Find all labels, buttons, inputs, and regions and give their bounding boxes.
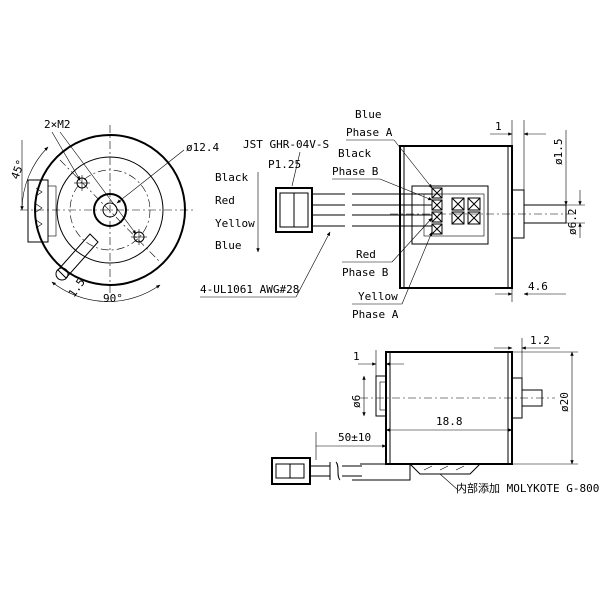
- dim-d6-label: ø6: [350, 395, 363, 408]
- lubricant-note: 内部添加 MOLYKOTE G-8007: [456, 481, 600, 495]
- cable-spec-label: 4-UL1061 AWG#28: [200, 283, 299, 296]
- wire-color-black: Black: [215, 171, 248, 184]
- front-view: 45° 90° 2×M2 ø12.4 1.5: [9, 118, 220, 305]
- wire-black-label: Black: [338, 147, 371, 160]
- wire-color-red: Red: [215, 194, 235, 207]
- connector-part-label: JST GHR-04V-S: [243, 138, 329, 151]
- wiring-view: Blue Phase A Black Phase B Red Phase B Y…: [332, 108, 585, 321]
- phase-b-top-label: Phase B: [332, 165, 379, 178]
- angle-45-label: 45°: [9, 158, 28, 181]
- wire-color-blue: Blue: [215, 239, 242, 252]
- wire-yellow-label: Yellow: [358, 290, 398, 303]
- diameter-12-4-label: ø12.4: [186, 141, 219, 154]
- connector-pitch-label: P1.25: [268, 158, 301, 171]
- dim-d6-2-label: ø6.2: [566, 209, 579, 236]
- dim-d1-5-label: ø1.5: [552, 139, 565, 166]
- dim-lead-length-label: 50±10: [338, 431, 371, 444]
- dim-d20-label: ø20: [558, 392, 571, 412]
- lead-bracket: [352, 463, 411, 481]
- wire-red-label: Red: [356, 248, 376, 261]
- connector-callout: JST GHR-04V-S P1.25 Black Red Yellow Blu…: [200, 138, 345, 298]
- motor-body-top: [399, 145, 513, 289]
- jst-connector-housing: [275, 187, 313, 233]
- dim-1-top-label: 1: [495, 120, 502, 133]
- lead-connector: [271, 457, 311, 485]
- motor-body-side: [385, 351, 513, 465]
- dim-4-6-label: 4.6: [528, 280, 548, 293]
- angle-90-label: 90°: [103, 292, 123, 305]
- dim-1-side-label: 1: [353, 350, 360, 363]
- dim-1-2-label: 1.2: [530, 334, 550, 347]
- wire-blue-label: Blue: [355, 108, 382, 121]
- phase-a-bottom-label: Phase A: [352, 308, 399, 321]
- dim-18-8-label: 18.8: [436, 415, 463, 428]
- side-view: 50±10 18.8 1 1.2 ø6 ø20 内部添加 MOLYKOTE G-…: [271, 334, 600, 495]
- phase-a-top-label: Phase A: [346, 126, 393, 139]
- lead-out-tab: [57, 233, 99, 279]
- wire-color-yellow: Yellow: [215, 217, 255, 230]
- phase-b-bottom-label: Phase B: [342, 266, 389, 279]
- holes-label: 2×M2: [44, 118, 71, 131]
